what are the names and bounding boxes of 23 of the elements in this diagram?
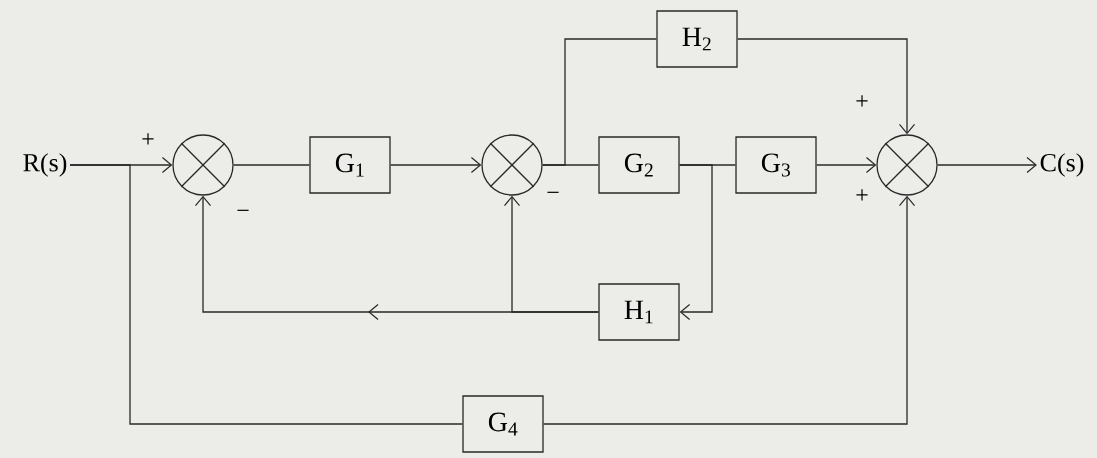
block-box: G$_{4}$ [462, 395, 544, 453]
arrow [390, 156, 482, 174]
summing-junction [876, 134, 938, 196]
block-box: G$_{3}$ [735, 136, 817, 194]
arrow [816, 156, 877, 174]
summing-junction [481, 134, 543, 196]
arrow [679, 164, 713, 321]
signal-label: R(s) [23, 153, 67, 177]
sign-label: + [142, 133, 154, 145]
sign-label: − [547, 191, 559, 193]
signal-label: C(s) [1040, 153, 1084, 177]
arrow [543, 195, 916, 425]
block-box: H$_{2}$ [656, 10, 738, 68]
summing-junction [172, 134, 234, 196]
block-box: H$_{1}$ [598, 283, 680, 341]
sign-label: + [856, 95, 868, 107]
block-box: G$_{1}$ [309, 136, 391, 194]
sign-label: + [856, 189, 868, 201]
arrow [937, 156, 1037, 174]
arrow [737, 38, 916, 135]
arrow [503, 195, 599, 313]
block-box: G$_{2}$ [598, 136, 680, 194]
sign-label: − [237, 209, 249, 211]
